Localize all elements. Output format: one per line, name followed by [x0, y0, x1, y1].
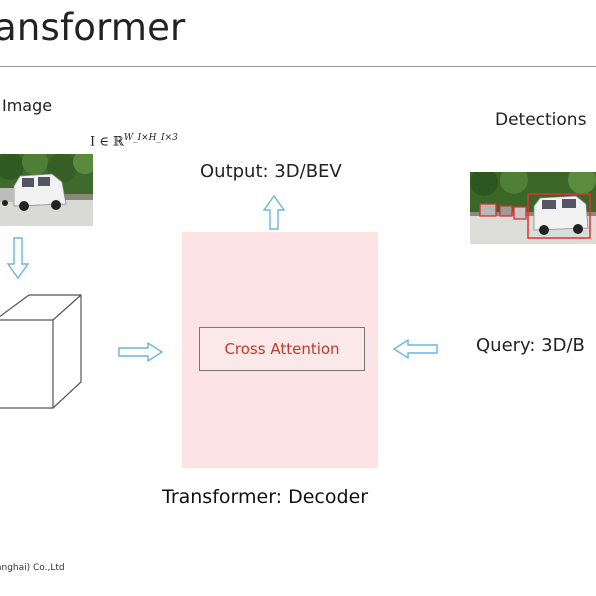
image-dimension-formula: I ∈ ℝW_I×H_I×3 [90, 133, 178, 149]
title-divider [0, 66, 596, 67]
arrow-up-icon [262, 194, 286, 230]
formula-superscript: W_I×H_I×3 [123, 133, 178, 143]
arrow-right-icon [118, 341, 164, 363]
detections-image-drawing [470, 172, 596, 244]
query-label: Query: 3D/B [476, 335, 585, 356]
input-image-drawing [0, 154, 93, 226]
cross-attention-label: Cross Attention [224, 340, 340, 358]
input-image [0, 154, 93, 226]
detections-image [470, 172, 596, 244]
slide-title: ansformer [0, 6, 186, 49]
cross-attention-box: Cross Attention [199, 327, 365, 371]
image-label: Image [2, 96, 53, 115]
backbone-cube [0, 294, 82, 409]
arrow-down-icon [6, 237, 30, 280]
output-label: Output: 3D/BEV [200, 161, 342, 182]
footer-text: anghai) Co.,Ltd [0, 563, 65, 573]
formula-base: I ∈ ℝ [90, 134, 124, 150]
detections-label: Detections [495, 110, 587, 130]
arrow-left-icon [392, 338, 438, 360]
decoder-label: Transformer: Decoder [162, 486, 369, 508]
